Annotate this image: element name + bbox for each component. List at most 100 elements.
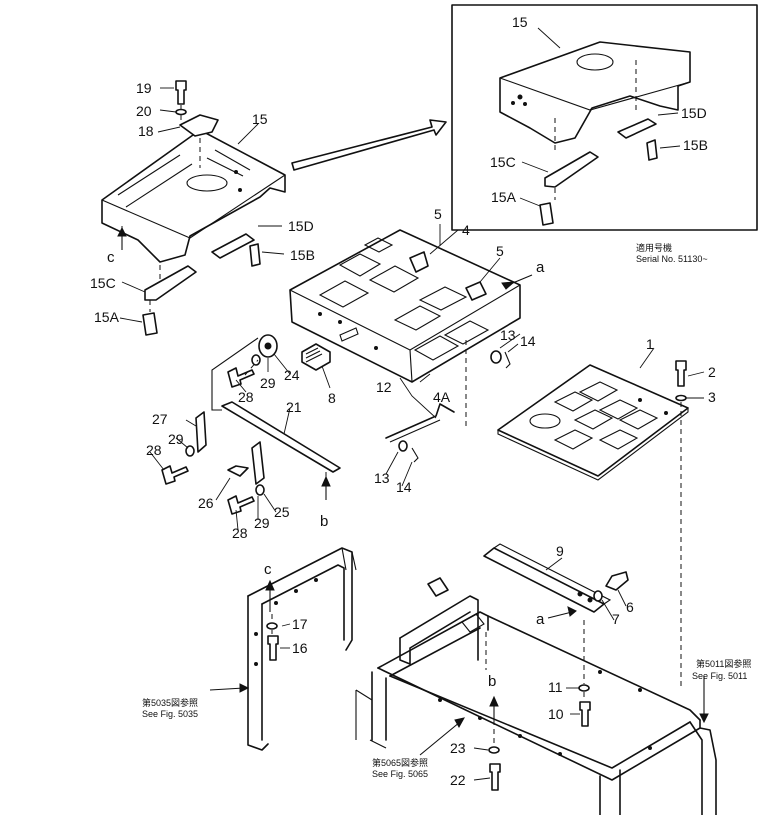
bolt-10 xyxy=(579,701,591,727)
callout-4a: 4A xyxy=(433,389,451,405)
callout-28-mid: 28 xyxy=(146,442,162,458)
bracket-9 xyxy=(483,547,605,613)
washer-29-top xyxy=(251,354,261,366)
inset-callout-15: 15 xyxy=(512,14,528,30)
callout-12: 12 xyxy=(376,379,392,395)
inset-part-15a xyxy=(539,202,554,226)
see-fig-5065-en: See Fig. 5065 xyxy=(372,769,428,779)
callout-19: 19 xyxy=(136,80,152,96)
bolt-2 xyxy=(675,360,687,387)
bolt-19 xyxy=(175,80,187,105)
inset-part-15c xyxy=(544,151,599,188)
callout-2: 2 xyxy=(708,364,716,380)
bolt-6 xyxy=(605,571,629,591)
inset-serial-en: Serial No. 51130~ xyxy=(636,254,708,264)
washer-20 xyxy=(175,108,187,116)
callout-26: 26 xyxy=(198,495,214,511)
side-frame-left xyxy=(247,547,357,751)
bolt-28-mid xyxy=(161,465,189,485)
part-15c xyxy=(144,265,197,301)
inset-serial-variant: 15 15D 15B 15C 15A 適用号機 Serial No. 51130… xyxy=(451,4,758,264)
bolt-26 xyxy=(227,465,249,477)
see-fig-5035-jp: 第5035図参照 xyxy=(142,697,198,708)
callout-1: 1 xyxy=(646,336,654,352)
see-fig-5011-jp: 第5011図参照 xyxy=(696,658,751,669)
callout-9: 9 xyxy=(556,543,564,559)
inset-pointer-arrow xyxy=(291,119,447,171)
latch-5-right xyxy=(465,281,487,301)
bolt-22 xyxy=(489,763,501,791)
callout-29-mid: 29 xyxy=(168,431,184,447)
washer-3 xyxy=(675,394,687,402)
inset-callout-15d: 15D xyxy=(681,105,707,121)
floor-plate-1 xyxy=(497,364,689,481)
washer-11 xyxy=(578,684,590,692)
callout-15c: 15C xyxy=(90,275,116,291)
bracket-25 xyxy=(251,441,265,485)
main-frame xyxy=(355,543,717,815)
callout-15d: 15D xyxy=(288,218,314,234)
callout-leaders xyxy=(119,87,705,781)
clip-13-top xyxy=(490,350,502,364)
pin-14-bottom xyxy=(411,447,419,463)
ref-arrow-a-bottom xyxy=(547,611,573,619)
callout-5-right: 5 xyxy=(496,243,504,259)
washer-17 xyxy=(266,622,278,630)
bolt-28-bottom xyxy=(227,495,255,515)
inset-cover-15 xyxy=(499,41,691,150)
ref-label-c-top: c xyxy=(107,249,115,266)
callout-14-top: 14 xyxy=(520,333,536,349)
see-fig-5035-en: See Fig. 5035 xyxy=(142,709,198,719)
bar-21 xyxy=(221,401,341,473)
inset-serial-jp: 適用号機 xyxy=(636,242,672,253)
callout-15b: 15B xyxy=(290,247,315,263)
callout-24: 24 xyxy=(284,367,300,383)
inset-part-15d xyxy=(617,118,657,139)
ref-label-b-top: b xyxy=(320,513,328,530)
callout-13-bottom: 13 xyxy=(374,470,390,486)
callout-25: 25 xyxy=(274,504,290,520)
callout-23: 23 xyxy=(450,740,466,756)
callout-11: 11 xyxy=(548,679,563,695)
callout-17: 17 xyxy=(292,616,308,632)
ref-label-c-bottom: c xyxy=(264,561,272,578)
latch-5-left xyxy=(409,251,429,273)
part-15b xyxy=(249,243,261,267)
callout-4: 4 xyxy=(462,222,470,238)
part-15d xyxy=(211,233,255,259)
inset-callout-15b: 15B xyxy=(683,137,708,153)
callout-6: 6 xyxy=(626,599,634,615)
washer-23 xyxy=(488,746,500,754)
callout-20: 20 xyxy=(136,103,152,119)
ref-label-b-bottom: b xyxy=(488,673,496,690)
bolt-16 xyxy=(267,635,279,661)
callout-3: 3 xyxy=(708,389,716,405)
callout-21: 21 xyxy=(286,399,302,415)
see-fig-5011-en: See Fig. 5011 xyxy=(692,671,747,681)
clip-13-bottom xyxy=(398,440,408,452)
callout-16: 16 xyxy=(292,640,308,656)
inset-frame xyxy=(451,4,758,231)
callout-5-top: 5 xyxy=(434,206,442,222)
callout-27: 27 xyxy=(152,411,168,427)
inset-part-15b xyxy=(646,139,658,161)
callout-28-top: 28 xyxy=(238,389,254,405)
callout-15: 15 xyxy=(252,111,268,127)
rod-12 xyxy=(385,403,455,439)
callout-13-top: 13 xyxy=(500,327,516,343)
callout-10: 10 xyxy=(548,706,564,722)
plate-18 xyxy=(179,114,219,137)
bolt-28-top xyxy=(227,367,255,388)
ref-label-a-top: a xyxy=(536,259,545,276)
knob-24 xyxy=(258,334,278,358)
cover-15 xyxy=(101,129,286,263)
callout-29-bottom: 29 xyxy=(254,515,270,531)
callout-8: 8 xyxy=(328,390,336,406)
inset-callout-15a: 15A xyxy=(491,189,517,205)
panel-4 xyxy=(289,229,521,383)
callout-14-bottom: 14 xyxy=(396,479,412,495)
callout-28-bottom: 28 xyxy=(232,525,248,541)
see-fig-5065-jp: 第5065図参照 xyxy=(372,757,428,768)
pin-14-top xyxy=(504,351,511,369)
